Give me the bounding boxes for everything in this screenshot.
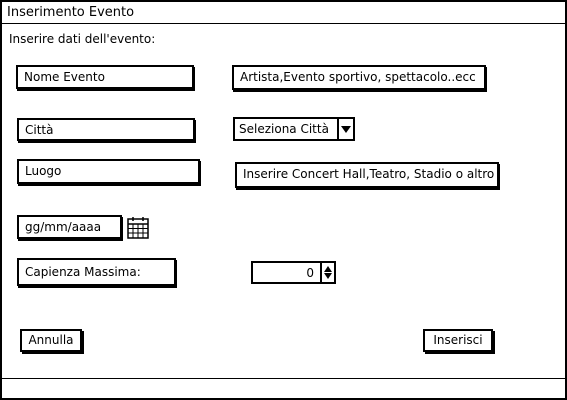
place-hint-box: Inserire Concert Hall,Teatro, Stadio o a… [235, 162, 499, 188]
insert-button[interactable]: Inserisci [423, 329, 493, 352]
city-select-value: Seleziona Città [239, 122, 329, 136]
event-name-label: Nome Evento [16, 65, 194, 89]
city-select[interactable]: Seleziona Città [233, 117, 355, 141]
capacity-value: 0 [306, 266, 314, 280]
place-label: Luogo [17, 159, 200, 184]
event-name-hint-box: Artista,Evento sportivo, spettacolo..ecc [232, 65, 486, 90]
status-bar [2, 378, 565, 398]
city-label: Città [17, 118, 195, 141]
date-input[interactable]: gg/mm/aaaa [17, 215, 122, 239]
form-intro-text: Inserire dati dell'evento: [9, 32, 156, 46]
title-bar: Inserimento Evento [2, 2, 565, 24]
cancel-button[interactable]: Annulla [20, 329, 82, 352]
capacity-label: Capienza Massima: [17, 258, 176, 286]
window-title: Inserimento Evento [7, 5, 135, 20]
capacity-stepper[interactable]: 0 [251, 261, 336, 284]
calendar-icon[interactable] [126, 216, 150, 240]
chevron-down-icon[interactable] [337, 119, 353, 139]
up-down-arrows-icon[interactable] [320, 263, 334, 282]
